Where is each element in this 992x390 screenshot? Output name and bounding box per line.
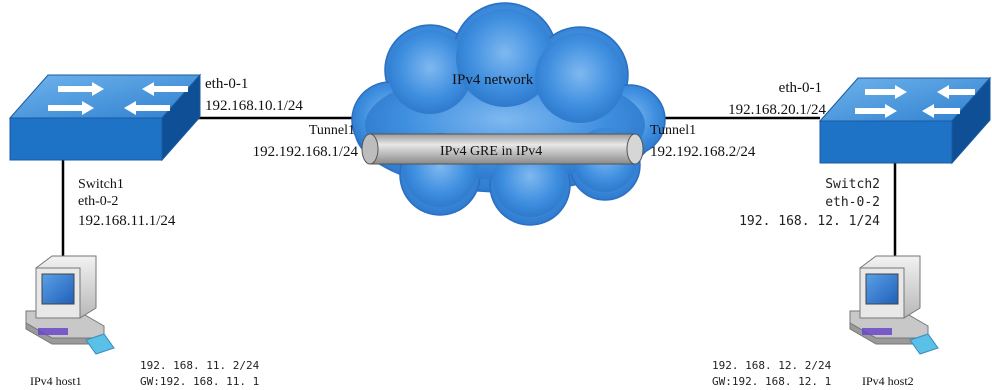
host1-name: IPv4 host1 — [30, 374, 82, 388]
host2-ip: 192. 168. 12. 2/24 — [712, 359, 832, 372]
switch1-eth2-ip: 192.168.11.1/24 — [78, 213, 176, 229]
switch1-eth1-ip: 192.168.10.1/24 — [205, 98, 303, 114]
switch2-eth1-label: eth-0-1 — [779, 80, 822, 96]
switch2-eth1-ip: 192.168.20.1/24 — [728, 102, 826, 118]
switch1-name: Switch1 — [78, 177, 124, 192]
host1-gw: GW:192. 168. 11. 1 — [140, 375, 259, 388]
switch2-tunnel-label: Tunnel1 — [650, 123, 696, 138]
host1-desktop-computer-icon — [25, 255, 115, 355]
host2-name: IPv4 host2 — [862, 374, 914, 388]
tunnel-label: IPv4 GRE in IPv4 — [440, 144, 542, 159]
switch1-eth2-label: eth-0-2 — [78, 194, 118, 209]
host1-ip: 192. 168. 11. 2/24 — [140, 359, 260, 372]
host2-gw: GW:192. 168. 12. 1 — [712, 375, 831, 388]
pipe-tunnel-icon — [361, 133, 644, 165]
switch2-eth2-ip: 192. 168. 12. 1/24 — [739, 214, 880, 229]
links — [61, 116, 897, 262]
cloud-icon — [351, 2, 666, 226]
switch2-name: Switch2 — [825, 177, 880, 192]
host2-desktop-computer-icon — [849, 255, 939, 355]
switch1-network-switch-icon — [8, 73, 202, 162]
switch1-tunnel-label: Tunnel1 — [309, 123, 355, 138]
switch1-eth1-label: eth-0-1 — [205, 76, 248, 92]
cloud-label: IPv4 network — [452, 72, 534, 88]
switch1-tunnel-ip: 192.192.168.1/24 — [253, 144, 359, 160]
switch2-eth2-label: eth-0-2 — [825, 195, 880, 210]
switch2-tunnel-ip: 192.192.168.2/24 — [650, 144, 756, 160]
switch2-network-switch-icon — [818, 76, 992, 165]
